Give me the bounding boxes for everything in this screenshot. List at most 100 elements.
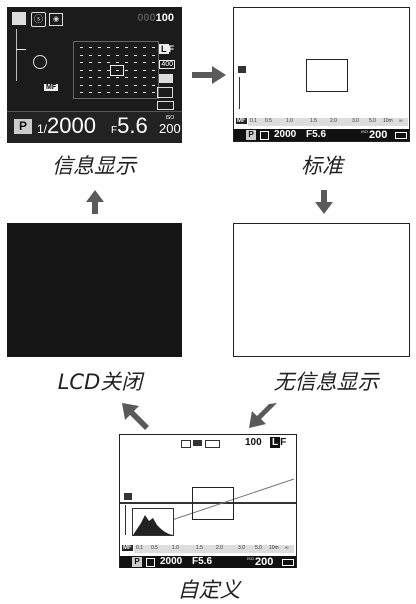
focus-grid	[73, 41, 159, 99]
shutter-readout: 2000	[274, 129, 297, 140]
mode-badge: P	[246, 130, 256, 140]
frame-counter-dim: 000	[137, 12, 156, 24]
exposure-scale	[16, 29, 17, 81]
white-balance-icon	[181, 440, 191, 448]
distance-scale: 0.1 0.5 1.0 1.5 2.0 3.0 5.0 10m ∞	[134, 545, 294, 553]
arrow-up-icon	[86, 190, 104, 214]
focus-point	[80, 84, 83, 86]
self-timer-icon	[33, 55, 47, 69]
arrow-up-left-icon	[122, 403, 149, 430]
aperture-readout: F5.6	[111, 113, 148, 138]
focus-mode-badge: MF	[236, 118, 247, 124]
lcd-off-screen	[7, 223, 182, 357]
focus-point	[89, 62, 92, 63]
focus-point	[143, 92, 146, 93]
frame-counter: 100	[155, 12, 174, 24]
focus-point	[98, 54, 101, 56]
focus-mode-badge: MF	[122, 545, 133, 551]
focus-point	[143, 47, 146, 48]
focus-point	[89, 54, 92, 56]
caption-standard: 标准	[301, 154, 343, 178]
tilt-indicator	[165, 478, 295, 523]
focus-point	[116, 92, 119, 93]
caption-lcd-off: LCD关闭	[57, 370, 143, 394]
exposure-comp-icon	[124, 493, 132, 500]
focus-point	[98, 77, 101, 78]
focus-point	[125, 77, 128, 78]
mode-badge: P	[14, 119, 32, 134]
battery-icon	[157, 101, 174, 110]
focus-point	[107, 92, 110, 93]
focus-point	[80, 54, 83, 56]
film-sim-icon	[193, 440, 202, 446]
focus-point	[89, 92, 92, 93]
focus-point	[152, 92, 155, 93]
metering-icon: ◉	[49, 13, 63, 26]
focus-point	[116, 69, 119, 71]
standard-screen: MF 0.1 0.5 1.0 1.5 2.0 3.0 5.0 10m ∞ P 2…	[233, 7, 410, 142]
focus-point	[143, 77, 146, 78]
focus-point	[107, 69, 110, 71]
focus-point	[125, 54, 128, 56]
aperture-readout: F5.6	[306, 129, 327, 140]
focus-point	[80, 62, 83, 63]
arrow-down-left-icon	[249, 403, 277, 428]
focus-point	[125, 69, 128, 71]
arrow-down-icon	[315, 190, 333, 214]
focus-point	[107, 54, 110, 56]
frame-counter: 100	[245, 437, 262, 448]
electronic-level	[120, 502, 296, 504]
focus-point	[134, 62, 137, 63]
exposure-comp-icon	[12, 12, 26, 25]
film-sim-icon	[159, 74, 173, 83]
white-balance-icon	[157, 87, 173, 98]
caption-info-display: 信息显示	[52, 154, 136, 178]
focus-point	[152, 69, 155, 71]
focus-mode-badge: MF	[44, 84, 59, 91]
iso-badge: 400	[159, 60, 175, 69]
focus-point	[143, 62, 146, 63]
battery-icon	[395, 132, 407, 139]
af-frame	[192, 487, 234, 520]
focus-point	[116, 62, 119, 63]
aperture-readout: F5.6	[192, 556, 213, 567]
focus-point	[98, 84, 101, 86]
iso-readout: 200	[369, 129, 388, 141]
focus-point	[80, 69, 83, 71]
focus-point	[89, 77, 92, 78]
battery-icon	[282, 559, 294, 566]
arrow-right-icon	[192, 66, 226, 84]
focus-point	[116, 54, 119, 56]
exposure-scale	[239, 77, 240, 109]
focus-point	[134, 84, 137, 86]
shutter-readout: 1/2000	[37, 113, 96, 138]
exposure-comp-icon	[238, 66, 246, 73]
focus-point	[107, 84, 110, 86]
histogram	[132, 508, 174, 536]
iso-label: ISO	[361, 129, 368, 134]
focus-point	[107, 62, 110, 63]
custom-bottom-bar	[120, 556, 296, 568]
iso-readout: 200	[255, 556, 274, 568]
focus-point	[152, 77, 155, 78]
focus-point	[134, 92, 137, 93]
focus-point	[125, 62, 128, 63]
focus-point	[80, 77, 83, 78]
exposure-scale	[125, 505, 126, 535]
focus-point	[89, 69, 92, 71]
focus-point	[152, 84, 155, 86]
focus-point	[80, 47, 83, 48]
focus-point	[152, 54, 155, 56]
focus-point	[134, 47, 137, 48]
focus-point	[134, 77, 137, 78]
standard-bottom-bar	[234, 129, 409, 141]
focus-point	[134, 69, 137, 71]
shutter-readout: 2000	[160, 556, 183, 567]
flash-off-icon: ⓢ	[31, 12, 46, 27]
info-bottom-bar	[7, 111, 182, 143]
iso-label: ISO	[247, 556, 254, 561]
focus-point	[98, 92, 101, 93]
